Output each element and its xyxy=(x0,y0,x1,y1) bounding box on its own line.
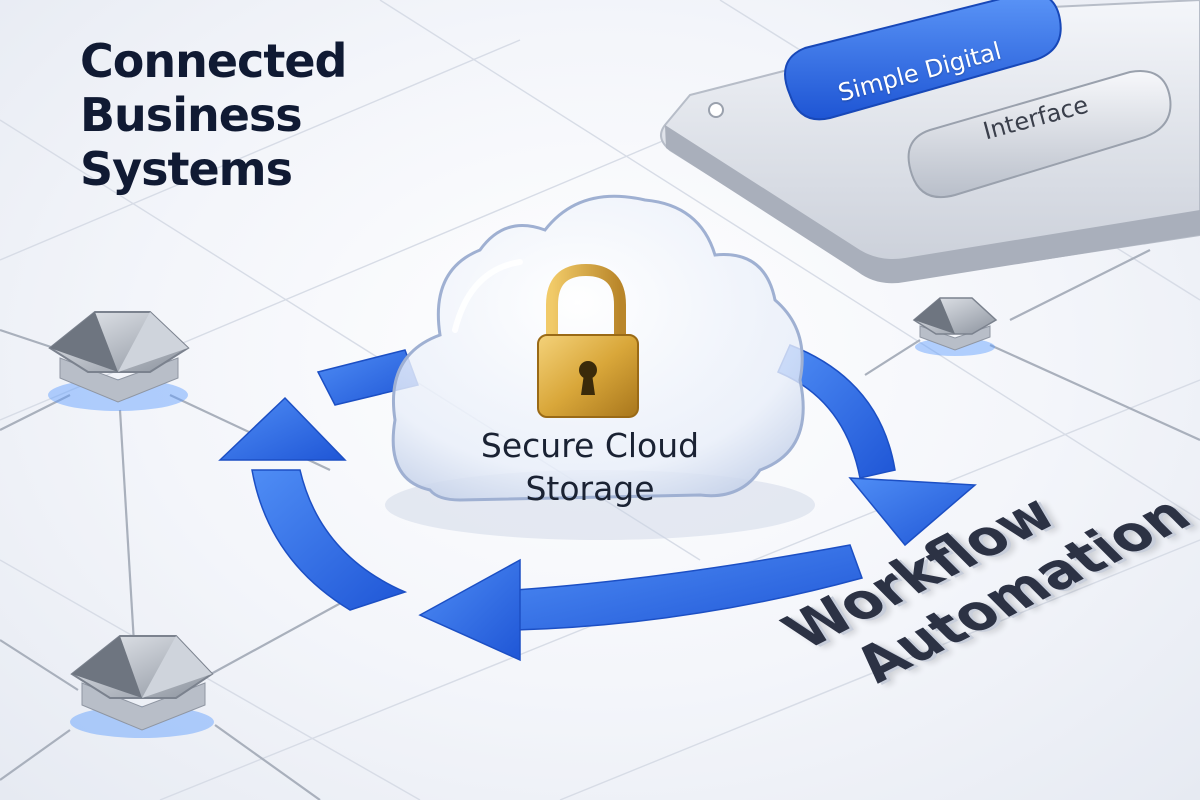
headline-line: Connected xyxy=(80,34,347,88)
network-node-right xyxy=(912,297,998,356)
cloud-label-line: Secure Cloud xyxy=(480,426,700,465)
padlock-icon xyxy=(537,263,639,418)
cloud-label: Secure Cloud Storage xyxy=(440,424,740,510)
network-node-left-bottom xyxy=(70,635,214,738)
arrowhead-down-icon xyxy=(848,477,977,547)
workflow-arrows xyxy=(218,344,977,662)
secondary-pill-button[interactable] xyxy=(907,70,1172,199)
cloud-label-line: Storage xyxy=(525,469,655,508)
network-node-left-top xyxy=(48,311,190,411)
headline: Connected Business Systems xyxy=(80,34,347,196)
primary-pill-button[interactable] xyxy=(784,0,1062,121)
arrowhead-up-icon xyxy=(218,396,347,461)
arrowhead-left-icon xyxy=(418,558,521,662)
indicator-light-icon xyxy=(708,102,724,118)
headline-line: Systems xyxy=(80,142,293,196)
headline-line: Business xyxy=(80,88,303,142)
